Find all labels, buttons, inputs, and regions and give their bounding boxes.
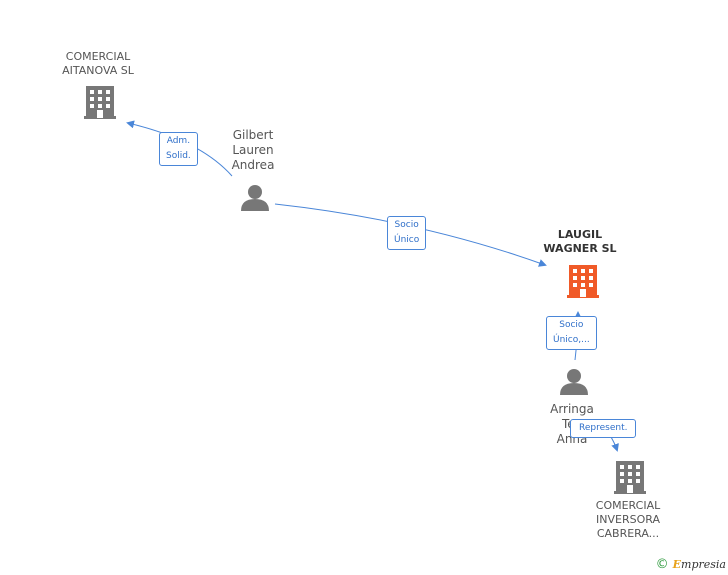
building-icon[interactable] <box>614 461 646 494</box>
node-label-comercial-inversora[interactable]: COMERCIAL INVERSORA CABRERA... <box>595 499 661 540</box>
person-icon[interactable] <box>241 185 269 211</box>
copyright-icon: © <box>655 557 669 572</box>
brand-logo: Empresia <box>672 558 726 571</box>
edge-label-socio-unico-2[interactable]: Socio Único,... <box>546 316 597 350</box>
edge-label-socio-unico[interactable]: Socio Único <box>387 216 427 250</box>
edge-label-represent[interactable]: Represent. <box>570 419 637 438</box>
person-icon[interactable] <box>560 369 588 395</box>
building-icon-highlight[interactable] <box>567 265 599 298</box>
footer-brand[interactable]: ©Empresia <box>656 557 726 572</box>
node-label-gilbert[interactable]: Gilbert Lauren Andrea <box>231 128 275 172</box>
building-icon[interactable] <box>84 86 116 119</box>
node-label-comercial-aitanova[interactable]: COMERCIAL AITANOVA SL <box>62 50 134 77</box>
edge-label-adm-solid[interactable]: Adm. Solid. <box>159 132 198 166</box>
node-label-laugil[interactable]: LAUGIL WAGNER SL <box>543 228 617 255</box>
